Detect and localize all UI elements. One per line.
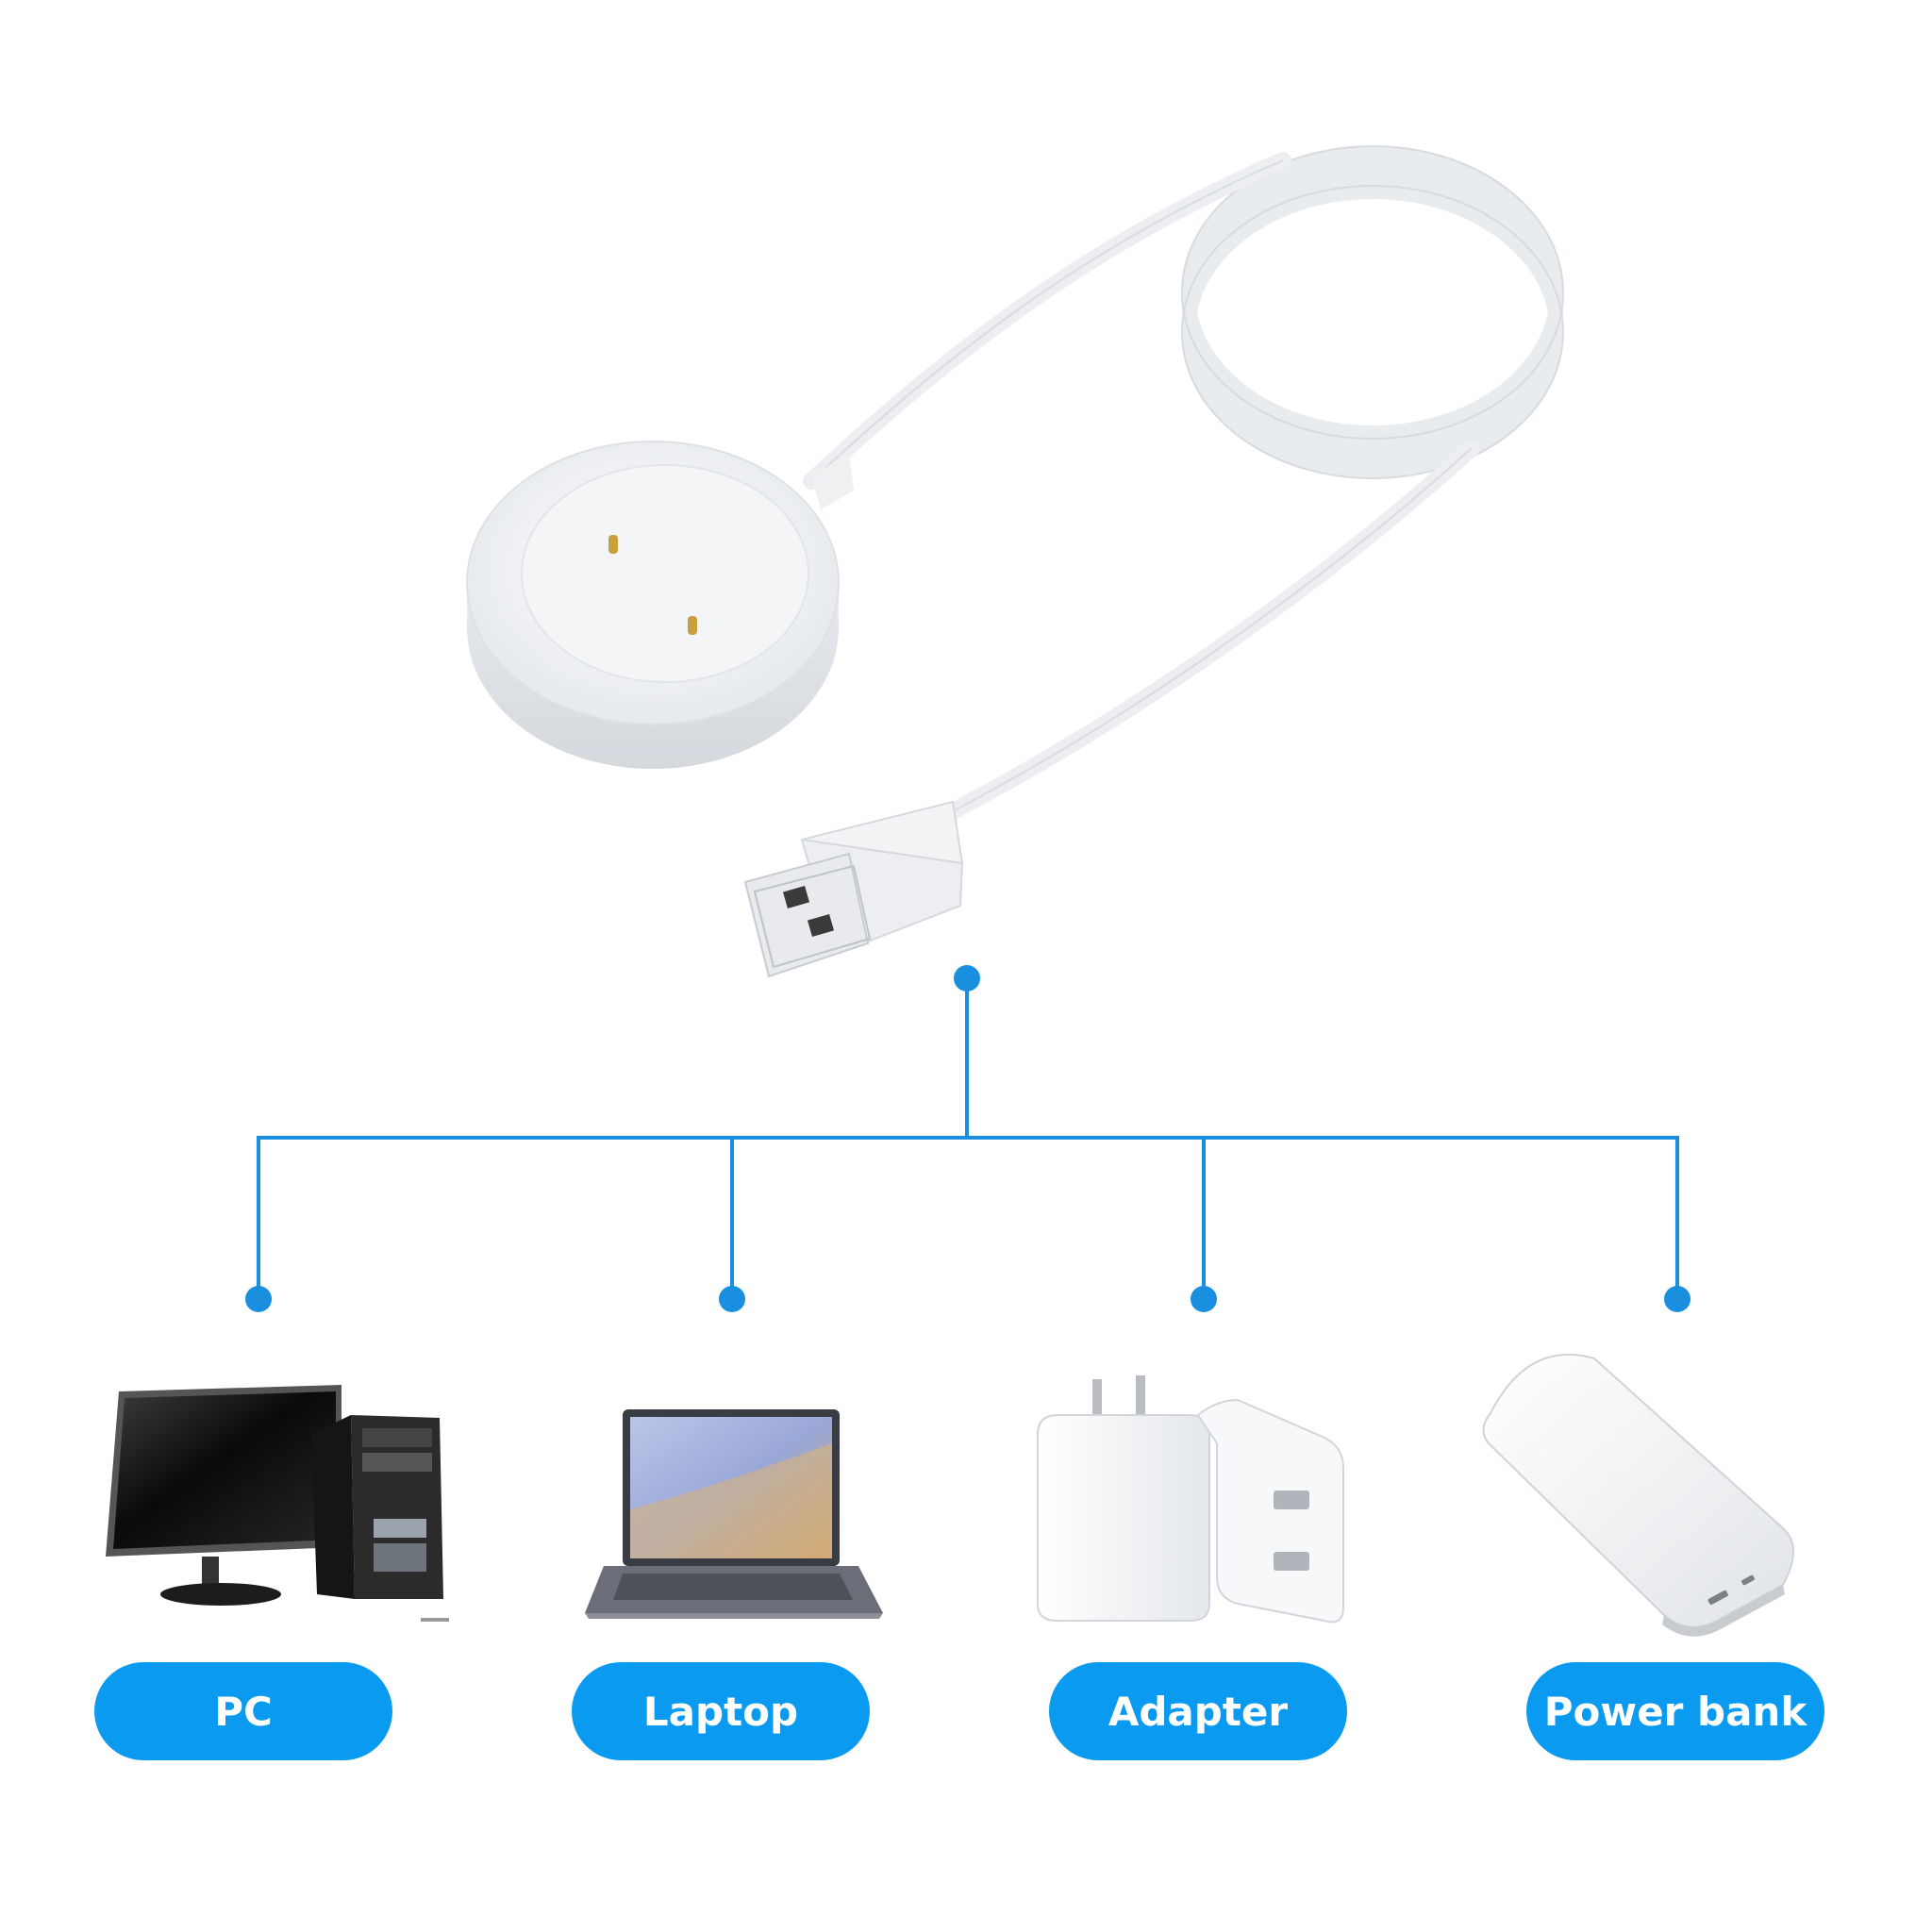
label-pill-pc: PC [94, 1662, 392, 1760]
label-pill-adapter: Adapter [1049, 1662, 1347, 1760]
power-bank-icon [1482, 1353, 1794, 1637]
wall-adapter-icon [1037, 1375, 1344, 1624]
node-laptop [719, 1286, 745, 1312]
connector-nodes [245, 965, 1690, 1312]
connector-tree [257, 976, 1679, 1297]
node-adapter [1191, 1286, 1217, 1312]
label-power-bank: Power bank [1543, 1688, 1807, 1735]
label-pc: PC [214, 1688, 273, 1735]
node-pc [245, 1286, 272, 1312]
label-pill-laptop: Laptop [572, 1662, 870, 1760]
label-pill-power-bank: Power bank [1526, 1662, 1824, 1760]
charging-dock [466, 441, 854, 769]
node-power-bank [1664, 1286, 1690, 1312]
node-source [954, 965, 980, 991]
laptop-icon [585, 1409, 883, 1619]
label-laptop: Laptop [642, 1688, 799, 1735]
label-adapter: Adapter [1108, 1688, 1289, 1735]
charging-cable-illustration [466, 145, 1564, 978]
desktop-computer-icon [106, 1385, 449, 1622]
usb-a-plug [743, 800, 964, 978]
